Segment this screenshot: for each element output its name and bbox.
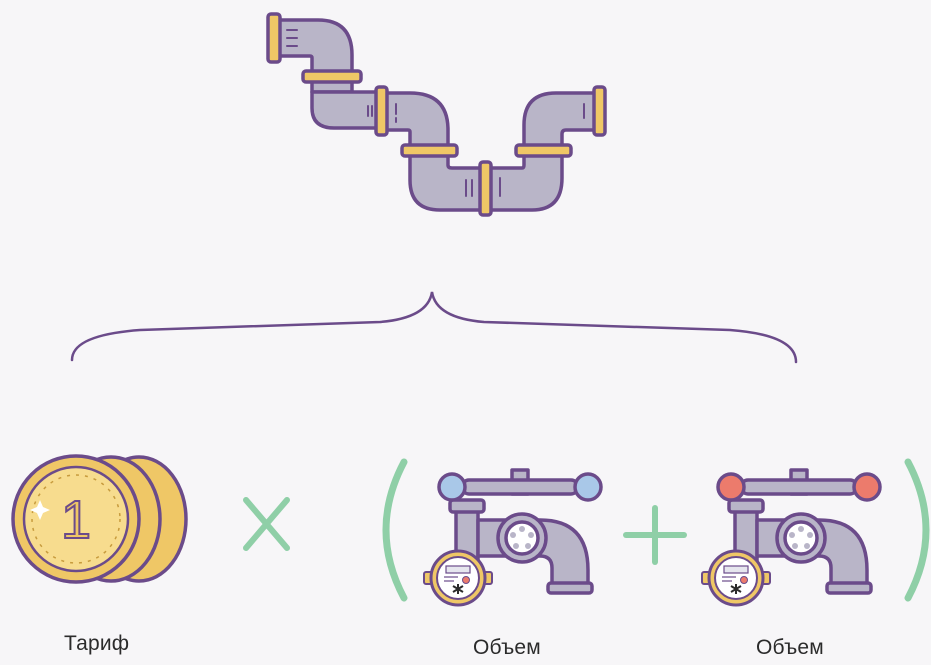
hot-water-tap-icon (716, 468, 882, 595)
left-parenthesis-icon (382, 458, 408, 602)
tariff-label: Тариф (64, 632, 130, 655)
water-meter-icon (422, 549, 494, 607)
hot-volume-label: Объем (756, 636, 824, 659)
plus-icon (623, 505, 687, 565)
right-parenthesis-icon (904, 458, 930, 602)
pipe-detail-lines (286, 29, 585, 197)
multiply-icon (243, 497, 290, 551)
cold-water-tap-icon (437, 468, 603, 595)
pipe-icon (266, 12, 607, 217)
cold-tap-wheel-holes (510, 526, 534, 549)
cold-volume-label: Объем (473, 636, 541, 659)
hot-tap-wheel-holes (789, 526, 813, 549)
curly-brace-icon (70, 291, 798, 364)
water-meter-icon (700, 549, 772, 607)
coin-sparkle-icon (30, 500, 50, 520)
coin-stack-icon (11, 454, 188, 584)
coin-value: 1 (61, 490, 91, 550)
